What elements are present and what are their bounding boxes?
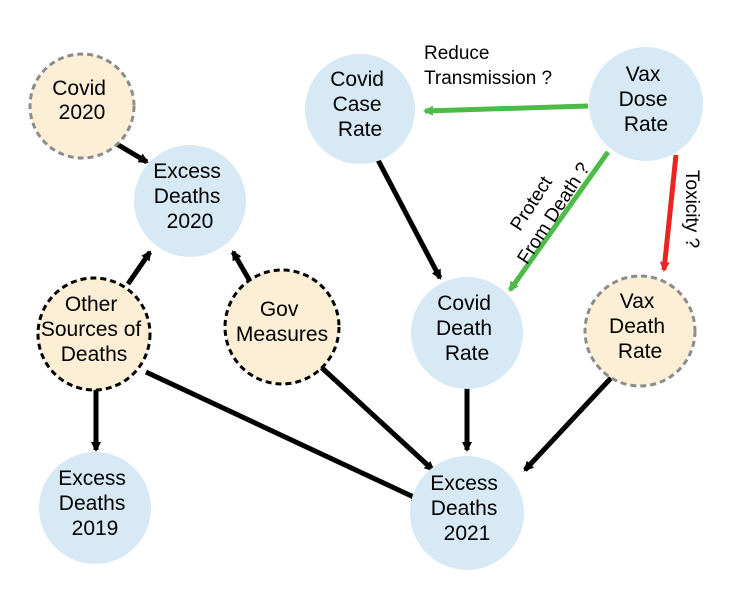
node-excess-deaths-2021: Excess Deaths 2021 [410,456,524,570]
svg-text:Excess Deaths: Excess Deaths 2019 [58,467,132,540]
edge-gov-measures-to-excess2021 [319,365,435,472]
node-excess-deaths-2019: Excess Deaths 2019 [39,452,151,564]
node-gov-measures: Gov Measures [223,268,341,386]
edge-covid-case-rate-to-covid-death-rate [375,158,443,280]
svg-text:Covid Case Rat: Covid Case Rate [330,68,390,141]
svg-text:Excess Deaths: Excess Deaths 2021 [430,472,504,545]
edge-vax-dose-to-covid-case-rate [423,103,589,116]
edge-other-sources-to-excess2020 [125,250,153,286]
node-vax-dose-rate: Vax Dose Rate [589,47,703,161]
edge-gov-measures-to-excess2020 [230,250,254,285]
edge-vax-dose-to-covid-death-rate [507,150,611,292]
nodes: Covid 2020 Excess Deaths 2020 Other Sour… [28,47,703,570]
node-vax-death-rate: Vax Death Rate [583,274,697,388]
svg-text:Other Sources of: Other Sources of Deaths [41,293,147,366]
node-covid-case-rate: Covid Case Rate [305,54,415,164]
node-covid-2020: Covid 2020 [28,52,136,160]
edge-covid2020-to-excess2020 [113,140,149,165]
node-excess-deaths-2020: Excess Deaths 2020 [134,145,246,257]
node-covid-death-rate: Covid Death Rate [411,277,523,389]
label-toxicity: Toxicity ? [681,170,702,248]
svg-text:Vax Death Rate: Vax Death Rate [609,290,671,363]
node-other-sources-of-deaths: Other Sources of Deaths [36,276,152,392]
edge-other-sources-to-excess2021 [144,369,422,503]
label-protect-from-death: Protect From Death ? [494,146,595,268]
edge-vax-dose-to-vax-death-rate [659,154,679,272]
edges [91,103,679,503]
edge-vax-death-rate-to-excess2021 [523,376,613,472]
svg-text:Vax Dose Rate: Vax Dose Rate [619,63,674,136]
svg-text:Covid Death Ra: Covid Death Rate [436,292,498,365]
svg-text:Gov Measures: Gov Measures [236,298,328,346]
svg-text:Excess Deaths: Excess Deaths 2020 [153,160,227,233]
label-reduce-transmission: Reduce Transmission ? [424,43,552,89]
svg-text:Covid 2020: Covid 2020 [52,77,112,124]
